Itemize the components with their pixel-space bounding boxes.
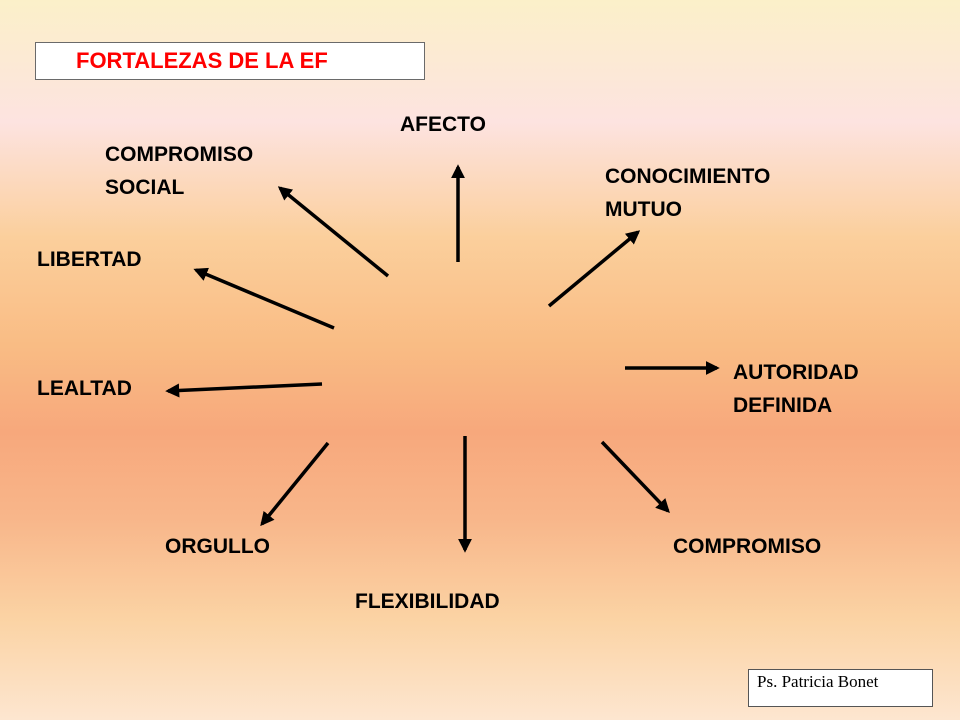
arrow-libertad [193, 267, 335, 330]
label-autoridad-definida-line2: DEFINIDA [733, 394, 833, 417]
label-compromiso-social: COMPROMISO SOCIAL [105, 138, 253, 204]
label-conocimiento-mutuo-line2: MUTUO [605, 198, 682, 221]
arrow-conocimiento-mutuo [547, 230, 641, 308]
label-lealtad: LEALTAD [37, 377, 132, 400]
label-autoridad-definida-line1: AUTORIDAD [733, 361, 859, 384]
label-orgullo: ORGULLO [165, 535, 270, 558]
label-compromiso-social-line2: SOCIAL [105, 176, 185, 199]
label-compromiso: COMPROMISO [673, 535, 822, 558]
arrow-lealtad [165, 382, 323, 398]
label-conocimiento-mutuo-line1: CONOCIMIENTO [605, 165, 771, 188]
label-compromiso-social-line1: COMPROMISO [105, 143, 254, 166]
arrow-compromiso [600, 440, 670, 514]
label-afecto: AFECTO [400, 113, 486, 136]
label-autoridad-definida: AUTORIDAD DEFINIDA [733, 356, 859, 422]
label-flexibilidad: FLEXIBILIDAD [355, 590, 500, 613]
author-credit: Ps. Patricia Bonet [748, 669, 933, 707]
arrow-orgullo [260, 441, 330, 527]
label-conocimiento-mutuo: CONOCIMIENTO MUTUO [605, 160, 770, 226]
arrow-compromiso-social [277, 186, 390, 278]
label-libertad: LIBERTAD [37, 248, 142, 271]
slide-title: FORTALEZAS DE LA EF [35, 42, 425, 80]
